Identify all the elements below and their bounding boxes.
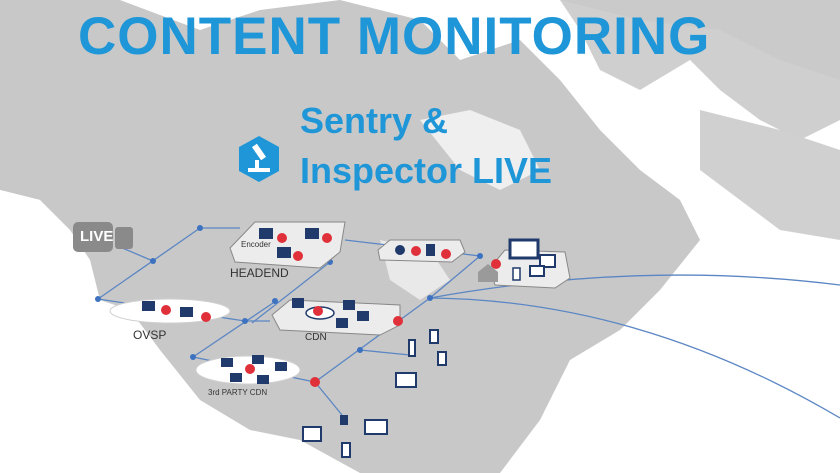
live-camera-icon bbox=[73, 222, 133, 252]
third-party-cdn-label: 3rd PARTY CDN bbox=[208, 388, 268, 397]
cell-tower-icon bbox=[408, 339, 416, 357]
cdn-platform bbox=[271, 298, 403, 336]
page-title: CONTENT MONITORING bbox=[78, 7, 711, 66]
ovsp-label: OVSP bbox=[133, 328, 167, 342]
product-title-line2: Inspector LIVE bbox=[300, 150, 553, 191]
cdn-label: CDN bbox=[305, 332, 327, 343]
third-party-cdn-cloud bbox=[195, 355, 320, 387]
headend-platform bbox=[229, 221, 346, 269]
distribution-platform bbox=[377, 239, 466, 263]
microscope-icon bbox=[239, 136, 279, 182]
headend-label: HEADEND bbox=[230, 266, 289, 280]
phone-icon bbox=[429, 329, 439, 344]
live-source-label: LIVE bbox=[80, 228, 114, 245]
product-title-line1: Sentry & bbox=[300, 100, 449, 141]
ovsp-cloud bbox=[109, 298, 231, 324]
encoder-label: Encoder bbox=[241, 240, 271, 249]
home-platform bbox=[478, 238, 571, 289]
wifi-router-icon bbox=[340, 415, 348, 425]
